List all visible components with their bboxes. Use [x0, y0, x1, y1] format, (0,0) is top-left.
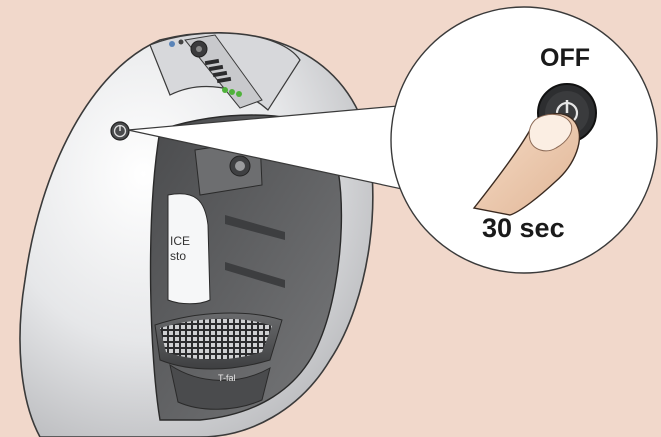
duration-label: 30 sec — [482, 213, 565, 244]
svg-text:sto: sto — [170, 249, 186, 263]
svg-text:ICE: ICE — [170, 234, 190, 248]
off-label: OFF — [540, 44, 590, 73]
power-button[interactable] — [111, 122, 129, 140]
brand-label: T-fal — [218, 373, 236, 383]
